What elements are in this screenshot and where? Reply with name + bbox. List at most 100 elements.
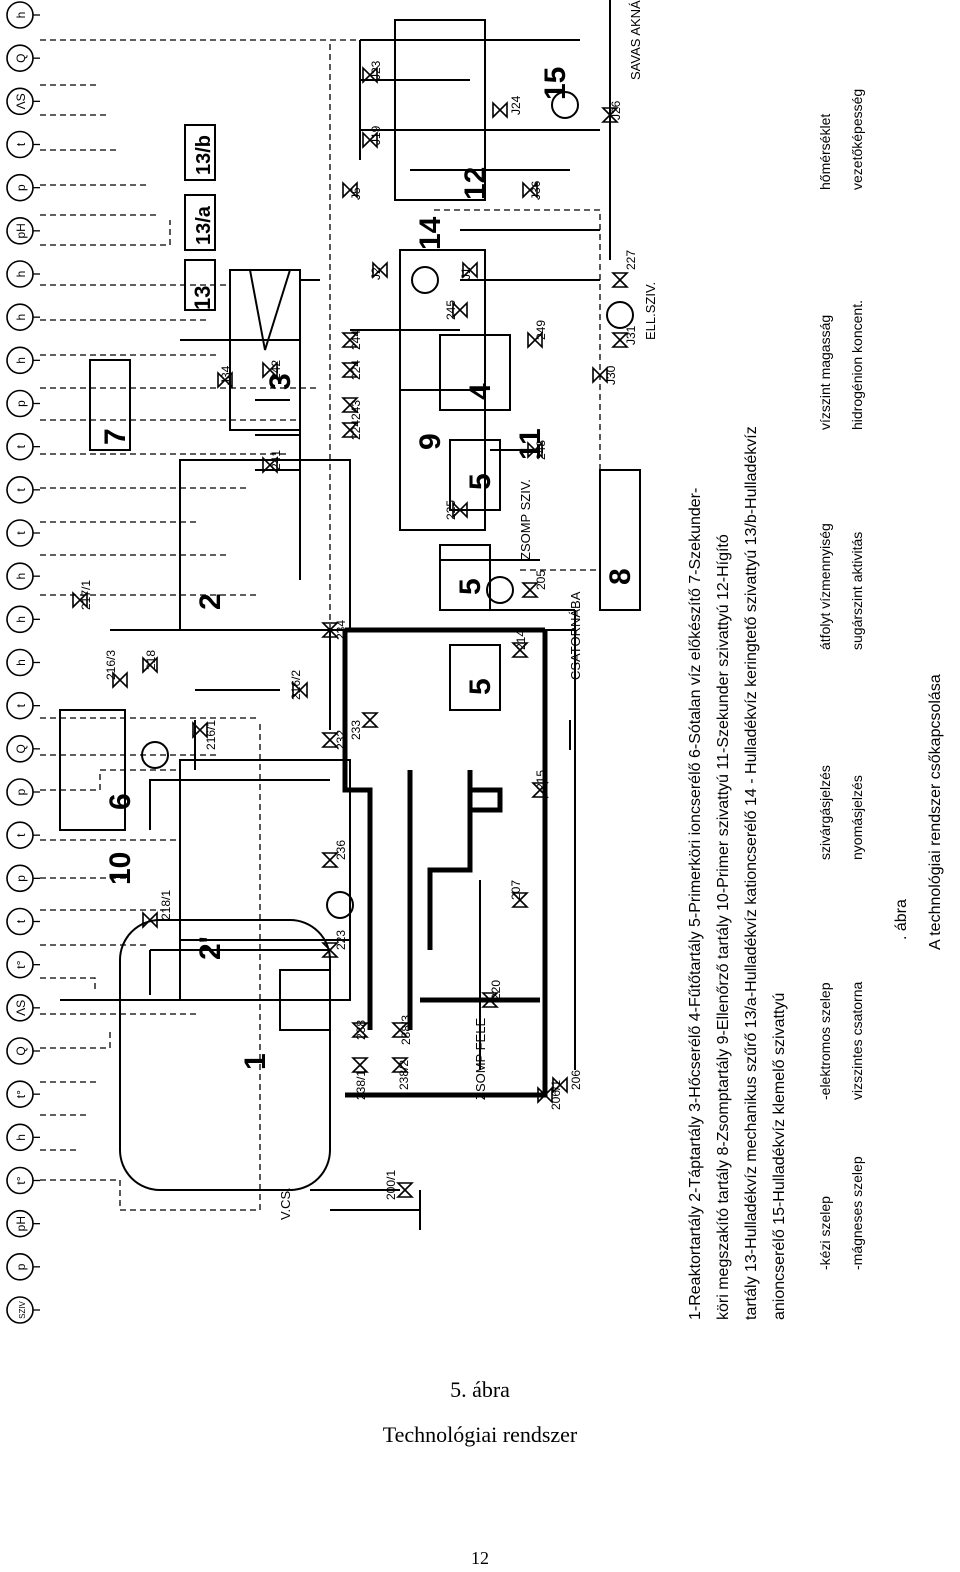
sensor-label: t xyxy=(14,488,28,492)
valve-label-224: 224 xyxy=(349,420,363,440)
sensor-label: p xyxy=(14,875,28,882)
feed-tank xyxy=(179,759,351,1001)
valve-label-216-1: 216/1 xyxy=(204,720,218,750)
technology-schematic: SZIVppHt°ht°QΛSt°tptpQthhhtttphhhpHptΛSQ… xyxy=(6,0,944,1324)
valve-symbol xyxy=(527,441,543,459)
sensor-label: t° xyxy=(14,1090,28,1098)
label-eq-12: 12 xyxy=(459,167,492,200)
label-eq-10: 10 xyxy=(104,852,137,885)
reactor-tank xyxy=(119,919,331,1191)
valve-symbol xyxy=(321,942,339,958)
symbol-legend-magnetic-valve: -mágneses szelep xyxy=(849,1156,865,1270)
sensor-label: p xyxy=(14,400,28,407)
valve-symbol xyxy=(341,397,359,413)
original-figure-caption: . ábra A technológiai rendszer csőkapcso… xyxy=(893,674,944,950)
valve-label-224b: 224 xyxy=(349,360,363,380)
valve-label-200-1: 200/1 xyxy=(384,1170,398,1200)
symbol-legend-radiation: sugárszint aktivitás xyxy=(849,532,865,650)
sensor-label: t° xyxy=(14,960,28,968)
valve-symbol xyxy=(321,852,339,868)
valve-label-245: 245 xyxy=(444,300,458,320)
valve-label-233: 233 xyxy=(349,720,363,740)
label-eq-13a: 13/a xyxy=(193,205,215,245)
label-eq-1: 1 xyxy=(239,1053,272,1070)
valve-label-214: 214 xyxy=(514,630,528,650)
legend-line-3: tartály 13-Hulladékvíz mechanikus szűrő … xyxy=(743,426,760,1320)
sensor-label: ΛS xyxy=(14,1000,28,1016)
sensor-label: t xyxy=(14,444,28,448)
sensor-label: t xyxy=(14,833,28,837)
valve-label-248: 248 xyxy=(534,440,548,460)
label-eq-13: 13 xyxy=(190,286,215,310)
valve-label-206: 206 xyxy=(569,1070,583,1090)
secondary-pump xyxy=(141,741,169,769)
sensor-label: Q xyxy=(14,1046,28,1055)
valve-symbol xyxy=(481,992,499,1008)
valve-symbol xyxy=(452,501,468,519)
valve-label-225: 225 xyxy=(444,500,458,520)
sensor-label: h xyxy=(14,357,28,364)
sensor-label: h xyxy=(14,271,28,278)
instrument-lines xyxy=(40,39,601,1211)
label-eq-4: 4 xyxy=(464,383,497,400)
sensor-label: p xyxy=(14,788,28,795)
label-eq-6: 6 xyxy=(104,793,137,810)
symbol-legend-horizontal-channel: vizszintes csatorna xyxy=(849,982,865,1100)
circulation-pump xyxy=(411,266,439,294)
annotation-vcs: V.CS. xyxy=(278,1187,293,1220)
symbol-legend: -kézi szelep -elektromos szelep szivárgá… xyxy=(817,89,865,1270)
sensor-label: t xyxy=(14,919,28,923)
valve-label-j36: J36 xyxy=(529,180,543,200)
heat-exchanger xyxy=(229,269,301,431)
legend-line-1: 1-Reaktortartály 2-Táptartály 3-Hőcserél… xyxy=(687,488,704,1320)
valve-label-207: 207 xyxy=(509,880,523,900)
anion-exchanger xyxy=(184,124,216,181)
annotation-csatornaba: CSATORNÁBA xyxy=(568,591,583,680)
sensor-label: pH xyxy=(14,223,28,238)
valve-symbol xyxy=(361,712,379,728)
valve-label-236: 236 xyxy=(334,840,348,860)
valve-symbol xyxy=(552,1076,568,1094)
valve-label-j19: J19 xyxy=(369,125,383,145)
valve-symbol xyxy=(321,622,339,638)
page-number: 12 xyxy=(471,1548,489,1568)
label-eq-5b: 5 xyxy=(454,578,487,595)
valve-symbol xyxy=(72,591,88,609)
sensor-label: SZIV xyxy=(18,1300,27,1318)
label-eq-2: 2 xyxy=(194,593,227,610)
mech-filter xyxy=(184,259,216,311)
valve-label-j24: J24 xyxy=(509,95,523,115)
valve-label-216-2: 216/2 xyxy=(289,670,303,700)
label-eq-7: 7 xyxy=(99,428,132,445)
valve-label-205: 205 xyxy=(534,570,548,590)
valve-label-238-3: 238/3 xyxy=(399,1015,413,1045)
valve-symbol xyxy=(112,671,128,689)
original-caption-number: . ábra xyxy=(893,899,910,940)
sensor-label: Q xyxy=(14,744,28,753)
heating-tank xyxy=(439,334,511,411)
valve-label-j30: J30 xyxy=(604,365,618,385)
valve-symbol xyxy=(341,362,359,378)
valve-symbol xyxy=(351,1022,369,1038)
valve-symbol xyxy=(262,361,278,379)
sensor-label: t xyxy=(14,703,28,707)
symbol-legend-leak: szivárgásjelzés xyxy=(817,765,833,860)
valve-label-215: 215 xyxy=(534,770,548,790)
ion-exchanger-c xyxy=(449,439,501,511)
valve-label-234: 234 xyxy=(334,620,348,640)
valve-label-242: 242 xyxy=(269,360,283,380)
sensor-label: h xyxy=(14,616,28,623)
annotations: V.CS. ZSOMP FELE CSATORNÁBA ZSOMP SZIV. … xyxy=(278,0,658,1220)
valve-symbol xyxy=(192,721,208,739)
label-eq-11: 11 xyxy=(514,428,547,460)
valve-symbol xyxy=(611,332,629,348)
symbol-legend-pressure: nyomásjelzés xyxy=(849,775,865,860)
symbol-legend-level: vízszint magasság xyxy=(817,315,833,430)
valve-symbol xyxy=(537,1086,553,1104)
valve-symbol xyxy=(292,681,308,699)
valve-label-206-1: 206/1 xyxy=(549,1080,563,1110)
valve-symbol xyxy=(341,422,359,438)
desalted-water-prep xyxy=(59,709,126,831)
symbol-legend-electric-valve: -elektromos szelep xyxy=(817,982,833,1100)
valve-symbol xyxy=(531,782,549,798)
